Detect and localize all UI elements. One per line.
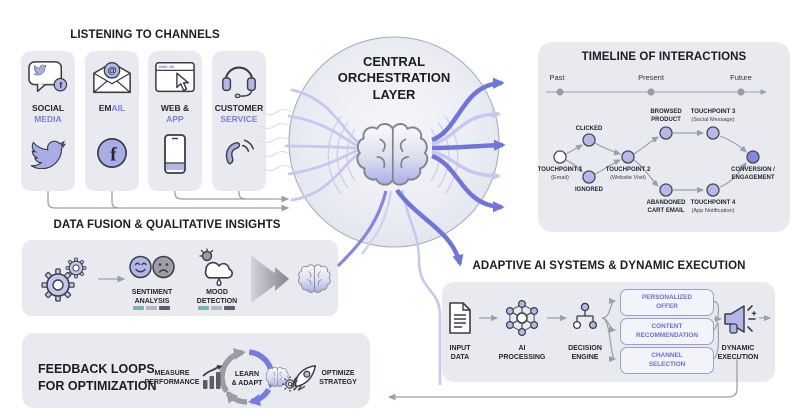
twitter-bird-icon bbox=[30, 138, 66, 169]
facebook-icon: f bbox=[96, 137, 128, 169]
svg-text:f: f bbox=[110, 145, 117, 166]
timeline-title: TIMELINE OF INTERACTIONS bbox=[581, 51, 747, 63]
channel-label-email: EMAIL bbox=[98, 103, 126, 113]
brain-icon bbox=[356, 123, 429, 186]
decision-tree-icon bbox=[570, 302, 600, 334]
speech-bubble-bird-icon: f bbox=[27, 59, 69, 97]
smartphone-icon bbox=[162, 133, 188, 175]
clicked-label: CLICKED bbox=[575, 126, 603, 132]
headset-icon bbox=[218, 58, 260, 98]
learn-label: LEARN& ADAPT bbox=[231, 371, 263, 388]
conversion-label: CONVERSION /ENGAGEMENT bbox=[731, 167, 775, 181]
gears-icon bbox=[38, 254, 92, 304]
mood-bars bbox=[198, 306, 235, 310]
axis-label-past: Past bbox=[549, 73, 565, 82]
sentiment-faces-icon bbox=[129, 255, 175, 279]
weather-mood-icon bbox=[197, 248, 239, 288]
megaphone-icon bbox=[722, 303, 758, 335]
chart-growth-icon bbox=[201, 364, 227, 390]
brain-ripples bbox=[327, 115, 459, 195]
tp4-label: TOUCHPOINT 4(App Notification) bbox=[690, 200, 736, 214]
tp1-label: TOUCHPOINT 1(Email) bbox=[537, 167, 583, 181]
network-icon bbox=[502, 298, 542, 338]
envelope-at-icon: @ bbox=[91, 59, 133, 97]
svg-text:@: @ bbox=[107, 66, 116, 77]
document-icon bbox=[447, 301, 473, 335]
axis-label-present: Present bbox=[638, 73, 664, 82]
listening-title: LISTENING TO CHANNELS bbox=[70, 29, 220, 41]
inbound-flows bbox=[284, 88, 360, 202]
axis-label-future: Future bbox=[730, 73, 752, 82]
adaptive-title: ADAPTIVE AI SYSTEMS & DYNAMIC EXECUTION bbox=[472, 260, 746, 272]
rocket-icon bbox=[291, 363, 319, 391]
channel-label-web-app: WEB &APP bbox=[160, 103, 190, 125]
sentiment-bars bbox=[133, 306, 170, 310]
fusion-title: DATA FUSION & QUALITATIVE INSIGHTS bbox=[53, 219, 281, 231]
channel-card-customer-service bbox=[212, 51, 266, 191]
channel-arrows bbox=[47, 191, 290, 212]
svg-text:f: f bbox=[59, 80, 62, 90]
browser-cursor-icon bbox=[154, 60, 196, 96]
tp2-label: TOUCHPOINT 2(Website Visit) bbox=[605, 167, 651, 181]
tp3-label: TOUCHPOINT 3(Social Message) bbox=[690, 109, 736, 123]
phone-waves-icon bbox=[221, 137, 257, 169]
ignored-label: IGNORED bbox=[574, 187, 604, 193]
